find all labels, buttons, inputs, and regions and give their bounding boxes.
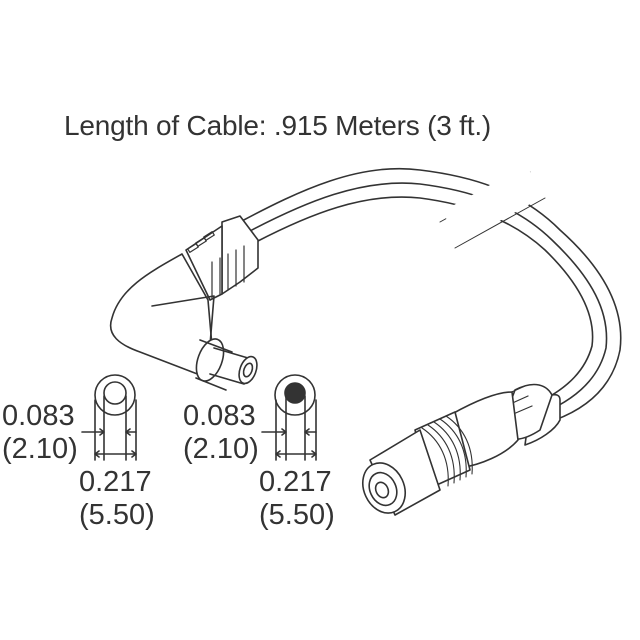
right-inner-dim-in: 0.083 (183, 400, 256, 432)
right-inner-dim-mm: (2.10) (183, 433, 259, 465)
cable-length-title: Length of Cable: .915 Meters (3 ft.) (64, 110, 492, 141)
left-inner-dim-in: 0.083 (2, 400, 75, 432)
jack-end-view-icon (261, 374, 317, 461)
right-outer-dim-in: 0.217 (259, 466, 332, 498)
female-jack-icon (362, 383, 561, 516)
right-angle-plug-icon (109, 215, 259, 391)
left-inner-dim-mm: (2.10) (2, 433, 78, 465)
left-outer-dim-mm: (5.50) (79, 499, 155, 531)
cable-icon (239, 164, 622, 421)
left-outer-dim-in: 0.217 (79, 466, 152, 498)
right-outer-dim-mm: (5.50) (259, 499, 335, 531)
plug-end-view-icon (81, 374, 137, 461)
